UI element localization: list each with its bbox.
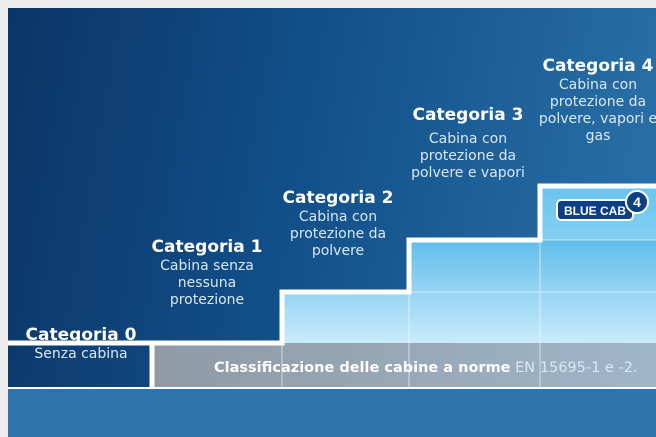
category-0-desc: Senza cabina <box>34 346 128 362</box>
category-2-desc: Cabina con protezione da polvere <box>289 209 387 259</box>
caption-normal: EN 15695-1 e -2. <box>510 360 638 376</box>
blue-cab-logo-text: BLUE CAB <box>564 204 626 218</box>
blue-cab-logo: BLUE CAB 4 <box>556 190 649 221</box>
category-1: Categoria 1 Cabina senza nessuna protezi… <box>140 237 274 309</box>
category-0-title: Categoria 0 <box>25 325 137 345</box>
category-1-title: Categoria 1 <box>151 237 263 257</box>
category-4-title: Categoria 4 <box>542 56 654 76</box>
caption-bold: Classificazione delle cabine a norme <box>214 360 511 376</box>
category-2-title: Categoria 2 <box>282 188 394 208</box>
category-4-desc: Cabina con protezione da polvere, vapori… <box>538 77 656 144</box>
blue-cab-logo-number: 4 <box>633 194 641 210</box>
category-0: Categoria 0 Senza cabina <box>18 325 144 363</box>
norms-caption: Classificazione delle cabine a norme EN … <box>214 359 638 377</box>
bottom-band <box>8 388 656 437</box>
staircase-graphic <box>8 183 656 437</box>
category-2: Categoria 2 Cabina con protezione da pol… <box>271 188 405 260</box>
category-3-desc: Cabina con protezione da polvere e vapor… <box>411 131 525 181</box>
category-1-desc: Cabina senza nessuna protezione <box>160 258 254 308</box>
category-4: Categoria 4 Cabina con protezione da pol… <box>528 56 656 145</box>
category-3: Categoria 3 Cabina con protezione da pol… <box>401 105 535 182</box>
category-3-title: Categoria 3 <box>412 105 524 125</box>
base-strip <box>152 343 656 388</box>
cab-classification-banner: Categoria 0 Senza cabina Categoria 1 Cab… <box>8 8 656 437</box>
